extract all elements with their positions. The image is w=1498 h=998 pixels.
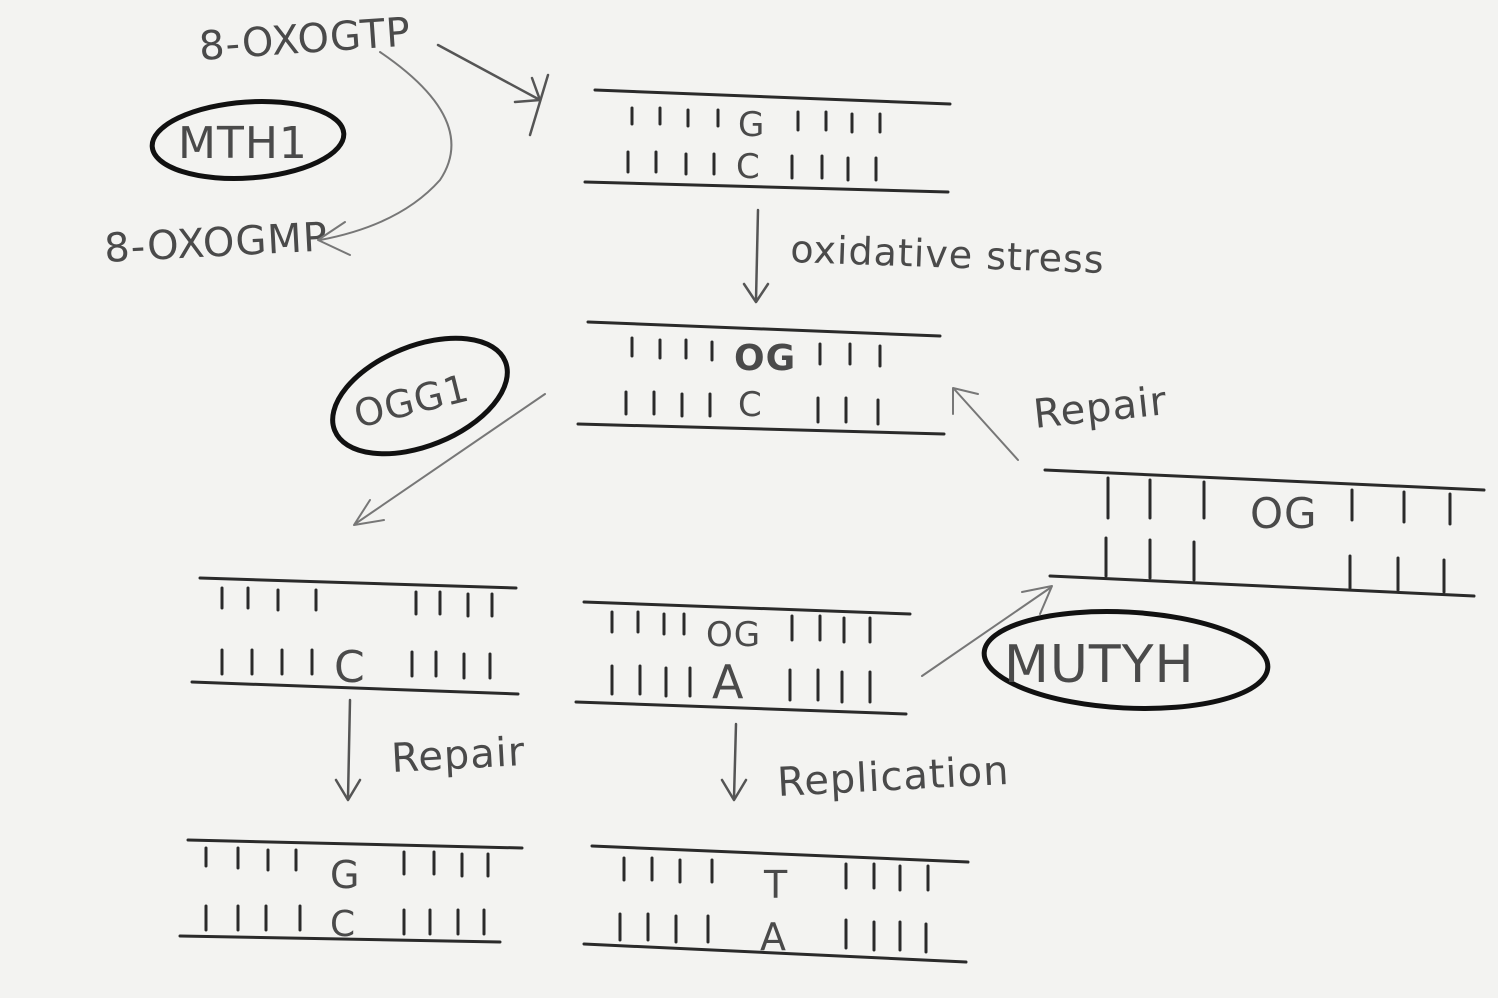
oxidative-stress-step: oxidative stress	[742, 208, 1106, 304]
mth1-enzyme-circle	[149, 99, 347, 181]
oxidative-stress-arrowhead	[742, 282, 770, 304]
repair-left-step: Repair	[334, 698, 526, 802]
dna-repaired: G C	[178, 838, 524, 945]
base-lower: C	[738, 385, 763, 425]
oxo-gmp-label: 8-OXOGMP	[103, 214, 329, 272]
repair-right-arrowhead	[952, 387, 979, 415]
dna-top-normal: G C	[583, 88, 952, 194]
repair-right-step: Repair	[952, 378, 1169, 461]
dna-oxidized: OG C	[576, 320, 946, 436]
dna-mutated: T A	[582, 844, 970, 964]
oxidative-stress-arrow	[754, 208, 760, 302]
base-upper: OG	[706, 615, 761, 655]
dna-mismatch: OG A	[574, 600, 912, 716]
replication-arrowhead	[720, 778, 748, 802]
base-upper: G	[738, 105, 765, 145]
ogg1-arrowhead	[353, 499, 385, 526]
replication-label: Replication	[776, 748, 1010, 806]
base-upper: T	[763, 863, 788, 907]
mutyh-enzyme-circle	[981, 608, 1271, 712]
replication-arrow	[732, 722, 738, 800]
mth1-pathway: 8-OXOGTP 8-OXOGMP MTH1	[103, 9, 550, 272]
repair-left-arrow	[346, 698, 352, 800]
dna-mutyh-product: OG	[1043, 468, 1486, 598]
incorporation-arrow	[436, 43, 542, 102]
repair-right-arrow	[954, 389, 1019, 461]
base-lower: C	[334, 642, 366, 693]
base-lower: C	[330, 904, 356, 945]
mutyh-enzyme-label: MUTYH	[1004, 635, 1195, 695]
oxidative-stress-label: oxidative stress	[790, 227, 1106, 282]
repair-left-arrowhead	[334, 778, 362, 802]
oxo-gtp-label: 8-OXOGTP	[197, 9, 412, 70]
mutyh-arrowhead	[1021, 585, 1053, 615]
mth1-conversion-arrow	[319, 51, 453, 241]
ogg1-arrow	[354, 393, 546, 525]
repair-left-label: Repair	[390, 729, 526, 782]
base-upper: G	[330, 853, 360, 897]
repair-right-label: Repair	[1031, 378, 1169, 438]
base-lower: C	[736, 147, 761, 187]
dna-excised: C	[190, 576, 520, 696]
base-upper: OG	[1250, 489, 1318, 538]
incorporation-bar	[528, 73, 550, 137]
mutyh-step: MUTYH	[921, 585, 1271, 712]
base-lower: A	[712, 655, 744, 709]
ogg1-step: OGG1	[330, 335, 546, 526]
base-lower: A	[760, 915, 787, 959]
ogg1-enzyme-label: OGG1	[350, 366, 474, 437]
replication-step: Replication	[720, 722, 1011, 806]
ogg1-enzyme-circle	[330, 335, 510, 457]
mth1-enzyme-label: MTH1	[178, 118, 308, 169]
mth1-conversion-arrowhead	[317, 221, 351, 256]
mutyh-arrow	[921, 587, 1051, 677]
base-upper: OG	[734, 338, 796, 379]
